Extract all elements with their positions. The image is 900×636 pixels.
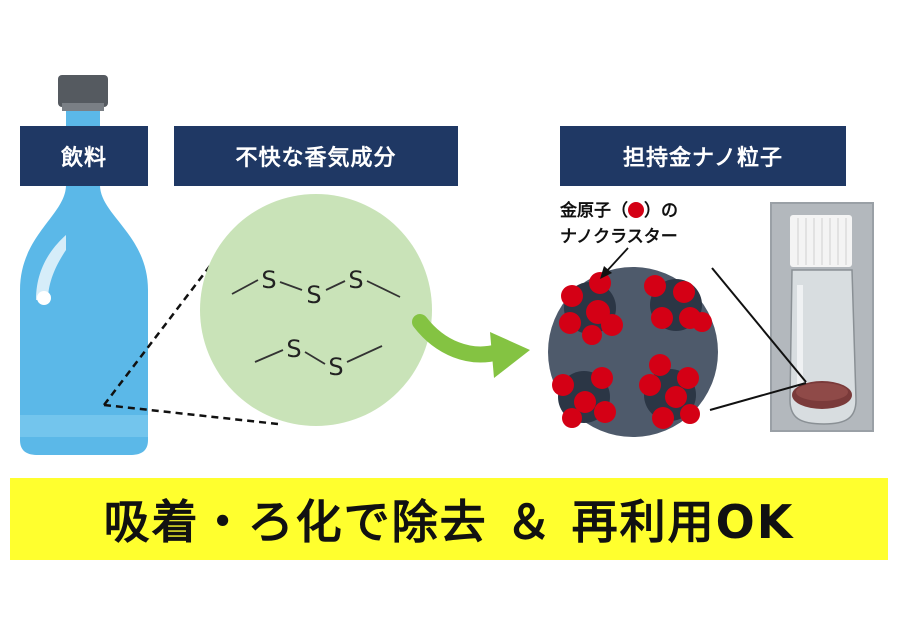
bottle-droplet — [37, 291, 51, 305]
sulfur-atom: S — [348, 266, 363, 294]
bottle-body — [20, 111, 148, 455]
link-line-bottom — [709, 382, 807, 411]
trisulfide-bonds — [231, 279, 401, 298]
caption-line-2: ナノクラスター — [560, 227, 678, 247]
zoom-line-bottom — [103, 403, 279, 426]
sulfur-atom: S — [261, 266, 276, 294]
red-atom-icon — [628, 202, 644, 218]
reaction-arrow — [412, 314, 506, 363]
bottle-cap — [58, 75, 108, 107]
label-beverage: 飲料 — [20, 126, 148, 186]
gold-nanocluster — [559, 272, 623, 345]
arrow-head — [490, 332, 530, 378]
disulfide-bonds — [254, 345, 383, 365]
caption-pointer-line — [605, 247, 629, 273]
gold-nanocluster — [552, 367, 616, 428]
bottle-highlight-band — [20, 415, 148, 437]
nanocluster-caption: 金原子（）の ナノクラスター — [560, 198, 770, 250]
gold-nanocluster — [639, 354, 700, 429]
gold-nanocluster — [644, 275, 712, 332]
bottle-shine — [36, 235, 66, 300]
sample-vial-photo — [770, 202, 874, 432]
caption-pointer-head — [600, 266, 612, 279]
sulfur-atom: S — [306, 281, 321, 309]
caption-line-1: 金原子（）の — [560, 201, 678, 221]
vial-cap — [790, 215, 852, 267]
sulfur-atom: S — [286, 335, 301, 363]
link-line-top — [711, 267, 807, 383]
bottle-illustration — [20, 75, 148, 455]
sulfur-atom: S — [328, 353, 343, 381]
aroma-molecule-circle — [200, 194, 432, 426]
bottle-cap-ring — [62, 103, 104, 111]
label-supported-gold-nanoparticles: 担持金ナノ粒子 — [560, 126, 846, 186]
label-unpleasant-aroma: 不快な香気成分 — [174, 126, 458, 186]
summary-banner: 吸着・ろ化で除去 ＆ 再利用OK — [10, 478, 888, 560]
